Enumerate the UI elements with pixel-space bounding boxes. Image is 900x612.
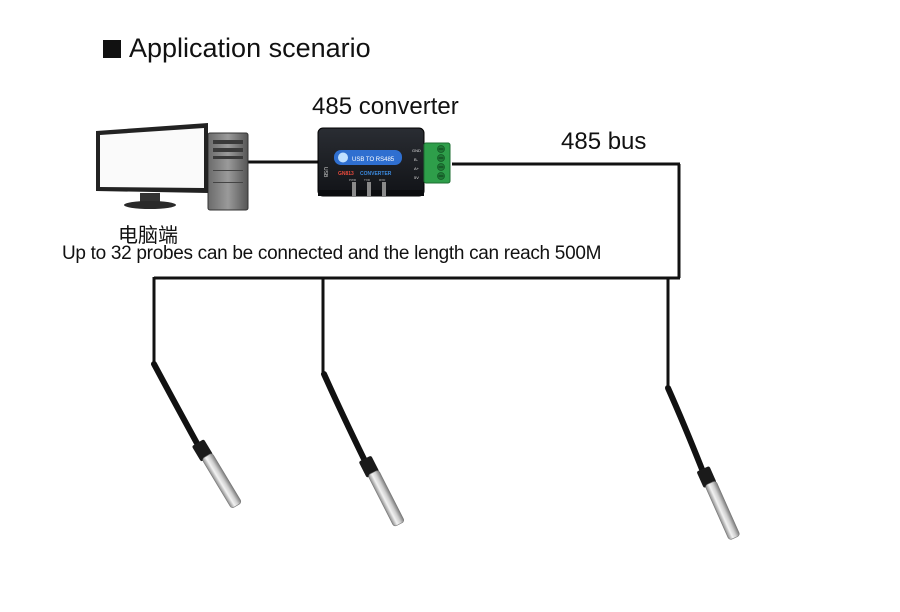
converter-badge [334, 150, 402, 165]
terminal-block [423, 142, 451, 184]
converter-label: 485 converter [312, 93, 459, 120]
bus-wires [152, 160, 681, 386]
converter-model-text: GN813 [338, 171, 354, 177]
square-bullet-icon [103, 39, 121, 58]
converter-leds [352, 182, 386, 196]
svg-text:A+: A+ [414, 166, 420, 171]
converter-badge-text: USB TO RS485 [352, 157, 395, 163]
svg-text:TXD: TXD [364, 178, 371, 182]
section-title: Application scenario [103, 33, 371, 64]
led-labels: PWR TXD RXD [349, 178, 386, 182]
converter-subtitle-text: CONVERTER [360, 171, 392, 177]
section-title-text: Application scenario [129, 33, 371, 63]
svg-text:PWR: PWR [349, 178, 357, 182]
description-text: Up to 32 probes can be connected and the… [62, 243, 602, 264]
temperature-probe-2 [321, 371, 404, 527]
pc-label: 电脑端 [118, 223, 178, 247]
computer-icon [96, 123, 249, 211]
bus-label: 485 bus [561, 128, 647, 155]
svg-text:GND: GND [412, 148, 421, 153]
temperature-probe-1 [151, 361, 242, 508]
temperature-probe-3 [665, 385, 740, 540]
svg-text:5V: 5V [414, 175, 419, 180]
usb-port-label: USB [322, 167, 328, 178]
svg-text:RXD: RXD [379, 178, 386, 182]
svg-text:B-: B- [414, 157, 419, 162]
usb-rs485-converter: USB TO RS485 GN813 CONVERTER USB PWR TXD… [317, 127, 451, 197]
terminal-labels: GND B- A+ 5V [412, 148, 421, 180]
